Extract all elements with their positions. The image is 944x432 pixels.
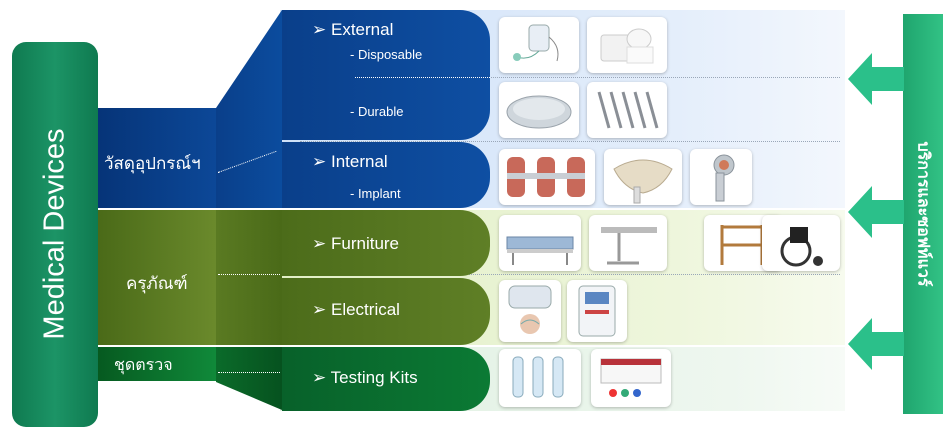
row-separator bbox=[300, 141, 840, 142]
surgical-instruments-image bbox=[587, 82, 667, 138]
item-title: Testing Kits bbox=[330, 368, 418, 387]
item-title: External bbox=[330, 20, 394, 39]
item-subtitle: - Implant bbox=[350, 186, 401, 201]
wheelchair-image bbox=[762, 215, 840, 271]
item-testing-kits: ➢ Testing Kits bbox=[282, 347, 490, 411]
row-separator bbox=[300, 77, 840, 78]
bullet-icon: ➢ bbox=[312, 152, 327, 171]
category-supplies bbox=[98, 108, 218, 208]
iv-bag-set-image bbox=[499, 17, 579, 73]
item-title: Electrical bbox=[330, 300, 400, 319]
category-testkit bbox=[98, 347, 218, 381]
overbed-table-image bbox=[589, 215, 667, 271]
bullet-icon: ➢ bbox=[312, 368, 327, 387]
bullet-icon: ➢ bbox=[312, 234, 327, 253]
cpap-machine-image bbox=[499, 280, 561, 342]
item-furniture: ➢ Furniture bbox=[282, 210, 490, 276]
item-subtitle: - Disposable bbox=[350, 47, 423, 62]
category-equipment bbox=[98, 210, 218, 345]
hip-bone-image bbox=[604, 149, 682, 205]
pill-divider bbox=[355, 77, 490, 78]
category-equipment-label: ครุภัณฑ์ bbox=[126, 274, 188, 293]
connector-line bbox=[218, 372, 280, 373]
left-arrow-icon bbox=[848, 318, 904, 370]
medical-devices-label: Medical Devices bbox=[38, 128, 71, 340]
category-supplies-label: วัสดุอุปกรณ์ฯ bbox=[104, 154, 201, 173]
left-arrow-icon bbox=[848, 53, 904, 105]
left-arrow-icon bbox=[848, 186, 904, 238]
knee-implant-image bbox=[499, 149, 595, 205]
item-electrical: ➢ Electrical bbox=[282, 278, 490, 345]
row-separator bbox=[300, 274, 840, 275]
item-title: Furniture bbox=[330, 234, 400, 253]
infusion-pump-image bbox=[567, 280, 627, 342]
item-internal: ➢ Internal - Implant bbox=[282, 142, 490, 208]
test-kit-box-image bbox=[591, 349, 671, 407]
metal-tray-image bbox=[499, 82, 579, 138]
bullet-icon: ➢ bbox=[312, 20, 327, 39]
bullet-icon: ➢ bbox=[312, 300, 327, 319]
test-tube-kit-image bbox=[499, 349, 581, 407]
bandage-roll-image bbox=[587, 17, 667, 73]
category-testkit-label: ชุดตรวจ bbox=[114, 357, 173, 374]
connector-line bbox=[218, 274, 280, 275]
item-external: ➢ External - Disposable - Durable bbox=[282, 10, 490, 140]
services-software-label: บริการและซอฟท์แวร์ bbox=[914, 141, 932, 287]
item-subtitle: - Durable bbox=[350, 104, 404, 119]
item-title: Internal bbox=[330, 152, 388, 171]
connector-wedges bbox=[216, 10, 282, 410]
hospital-bed-image bbox=[499, 215, 581, 271]
medical-devices-bar: Medical Devices bbox=[12, 42, 98, 427]
hip-implant-image bbox=[690, 149, 752, 205]
services-software-bar: บริการและซอฟท์แวร์ bbox=[903, 14, 943, 414]
